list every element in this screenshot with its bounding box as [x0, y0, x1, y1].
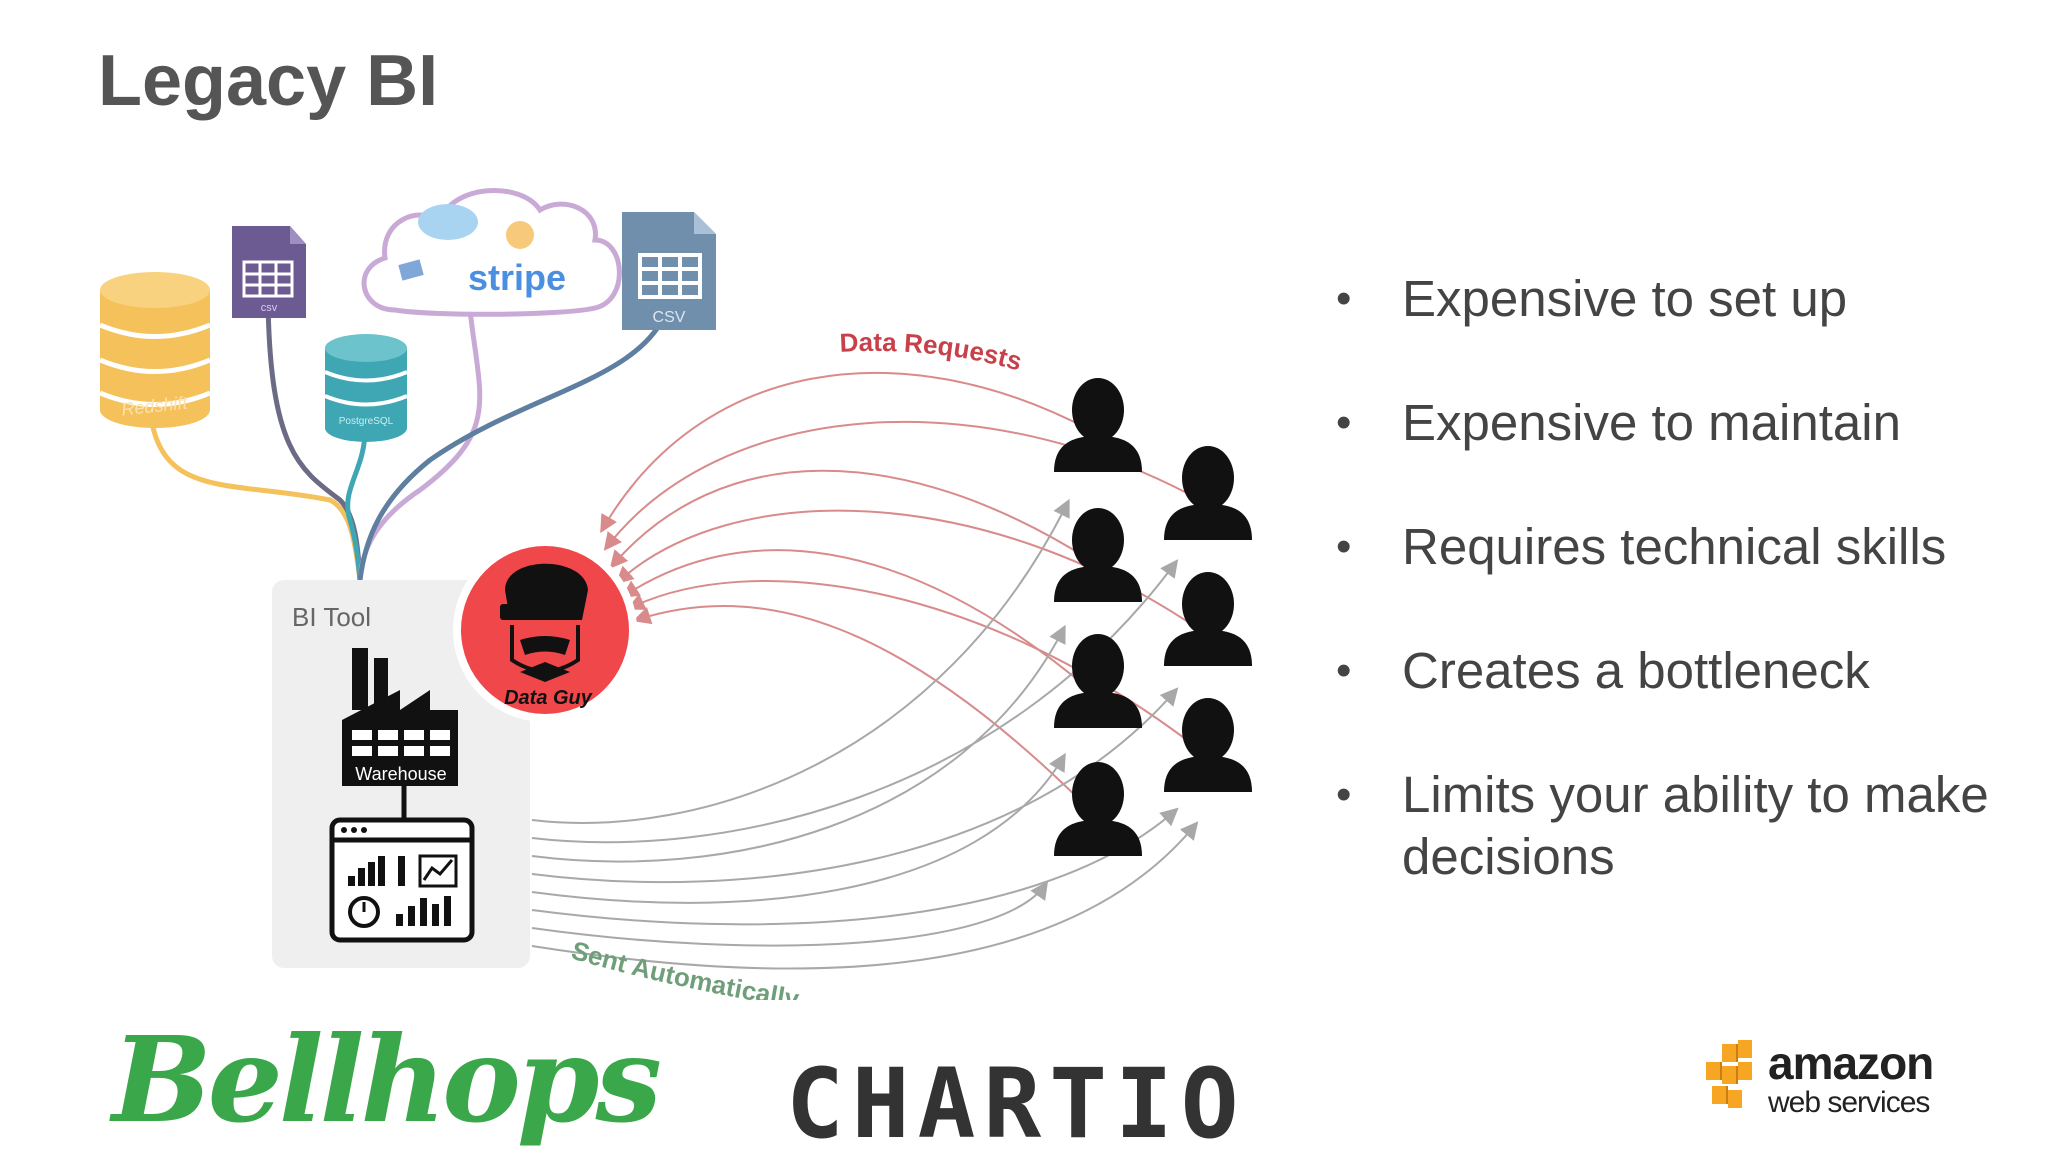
csv-large-file-icon: CSV: [622, 212, 716, 330]
data-guy-avatar: Data Guy: [453, 538, 637, 722]
bullet-item: • Expensive to maintain: [1330, 392, 2030, 454]
dashboard-icon: [329, 817, 475, 943]
people-recipients: [1054, 378, 1252, 856]
person-icon: [1164, 446, 1252, 540]
bullet-text: Requires technical skills: [1402, 518, 1947, 575]
chartio-logo: CHARTIO: [786, 1048, 1247, 1160]
aws-logo: amazon web services: [1700, 1036, 1940, 1136]
csv-file-icon: csv: [232, 226, 306, 318]
data-guy-label: Data Guy: [504, 687, 593, 709]
bullet-text: Expensive to set up: [1402, 270, 1848, 327]
sent-automatically-arrows: [531, 498, 1199, 970]
person-icon: [1164, 698, 1252, 792]
data-requests-label: Data Requests: [839, 327, 1025, 377]
bullet-text: Limits your ability to make decisions: [1402, 766, 1989, 885]
bullet-dot-icon: •: [1336, 522, 1352, 571]
warehouse-factory-icon: Warehouse: [342, 648, 458, 786]
bi-tool-label: BI Tool: [292, 602, 371, 632]
bullet-dot-icon: •: [1336, 398, 1352, 447]
cloud-services-icon: stripe: [361, 188, 622, 317]
warehouse-label: Warehouse: [355, 764, 446, 784]
slide-title: Legacy BI: [98, 41, 439, 121]
bellhops-logo: Bellhops: [112, 1010, 662, 1149]
mailchimp-icon: [506, 221, 534, 249]
csv-small-label: csv: [261, 302, 278, 314]
bullet-dot-icon: •: [1336, 646, 1352, 695]
legacy-bi-diagram: Redshift csv PostgreSQL stripe: [99, 188, 1252, 1000]
postgres-label: PostgreSQL: [339, 416, 394, 427]
bullet-item: • Expensive to set up: [1330, 268, 2030, 330]
stripe-label: stripe: [468, 257, 566, 298]
bullet-item: • Requires technical skills: [1330, 516, 2030, 578]
person-icon: [1164, 572, 1252, 666]
postgres-database-icon: PostgreSQL: [324, 334, 408, 442]
bullet-dot-icon: •: [1336, 274, 1352, 323]
salesforce-icon: [418, 204, 478, 240]
google-icon: [398, 259, 424, 281]
redshift-database-icon: Redshift: [99, 272, 211, 428]
csv-large-label: CSV: [653, 309, 686, 326]
aws-subtitle: web services: [1768, 1086, 1930, 1119]
bullet-list: • Expensive to set up • Expensive to maint…: [1330, 268, 2030, 950]
source-connectors: [147, 299, 673, 581]
person-icon: [1054, 634, 1142, 728]
bullet-text: Creates a bottleneck: [1402, 642, 1870, 699]
person-icon: [1054, 378, 1142, 472]
person-icon: [1054, 762, 1142, 856]
aws-cubes-icon: [1706, 1040, 1752, 1108]
person-icon: [1054, 508, 1142, 602]
bullet-item: • Creates a bottleneck: [1330, 640, 2030, 702]
bi-tool-panel: BI Tool Warehouse: [272, 580, 530, 968]
bullet-item: • Limits your ability to make decisions: [1330, 764, 2030, 888]
aws-name: amazon: [1768, 1037, 1934, 1089]
bullet-text: Expensive to maintain: [1402, 394, 1901, 451]
bullet-dot-icon: •: [1336, 770, 1352, 819]
